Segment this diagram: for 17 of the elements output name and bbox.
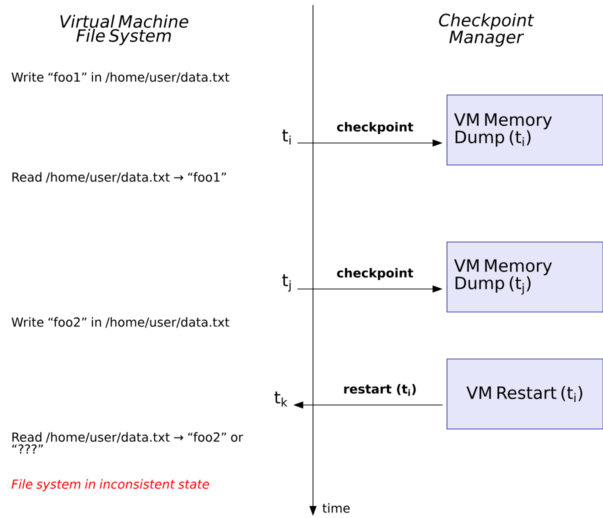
event-note: Read /home/user/data.txt → “foo2” or “???” <box>12 432 244 454</box>
event-note: Write “foo2” in /home/user/data.txt <box>12 317 230 328</box>
warning-note: File system in inconsistent state <box>12 479 210 492</box>
time-marker: t$_{j}$ <box>282 274 291 292</box>
column-heading: Virtual Machine File System <box>60 14 188 46</box>
column-heading: Checkpoint Manager <box>439 13 534 47</box>
time-marker: t$_{k}$ <box>274 392 288 406</box>
event-box: VM Memory Dump (t$_{i}$) <box>446 94 603 166</box>
event-box: VM Restart (t$_{i}$) <box>446 358 603 430</box>
event-note: Write “foo1” in /home/user/data.txt <box>12 72 230 83</box>
edge-label: checkpoint <box>336 266 414 282</box>
event-note: Read /home/user/data.txt → “foo1” <box>12 172 226 183</box>
event-box: VM Memory Dump (t$_{j}$) <box>446 242 603 312</box>
edge-label: checkpoint <box>336 120 414 136</box>
edge-label: restart (t$_{i}$) <box>342 383 418 397</box>
axis-label: time <box>322 503 350 513</box>
time-marker: t$_{i}$ <box>282 130 291 144</box>
